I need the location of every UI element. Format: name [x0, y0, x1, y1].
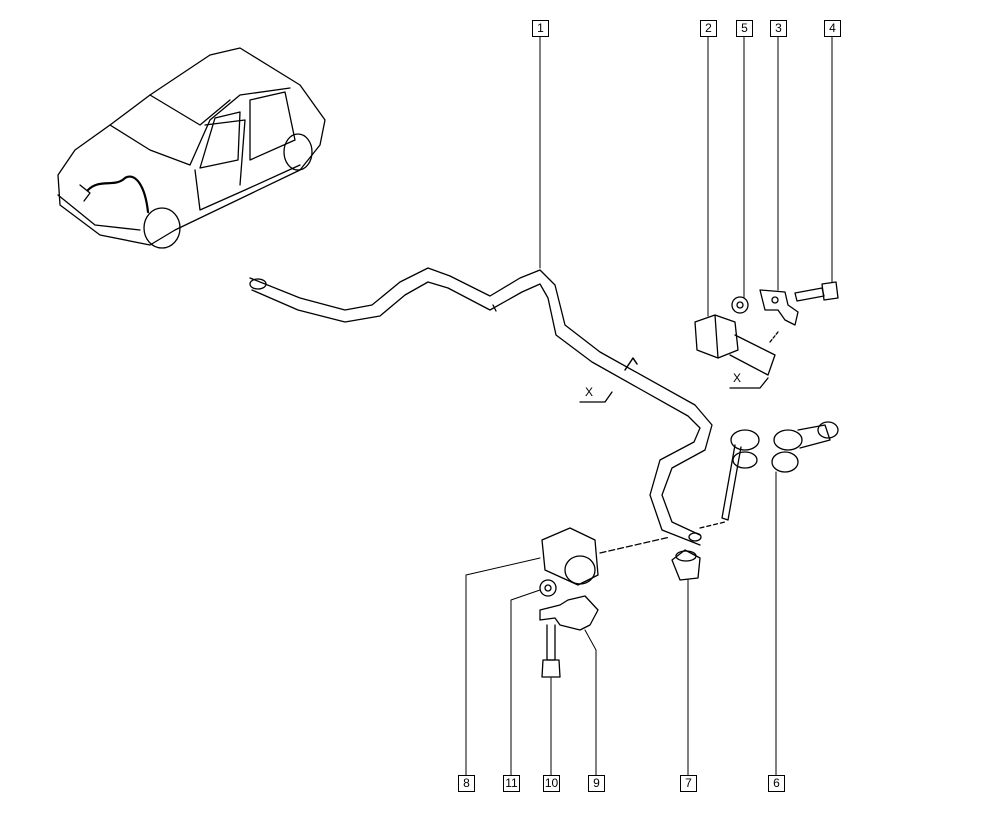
nut-11 [539, 579, 557, 597]
callout-7: 7 [680, 775, 697, 792]
bushing-7 [671, 549, 701, 581]
section-label-right: X [733, 371, 742, 385]
callout-4: 4 [824, 20, 841, 37]
callout-3: 3 [770, 20, 787, 37]
callout-8: 8 [458, 775, 475, 792]
bolt-4 [794, 281, 839, 302]
callout-2: 2 [700, 20, 717, 37]
section-mark-right [729, 377, 769, 389]
vehicle-illustration [57, 47, 326, 249]
bolt-10 [541, 624, 561, 678]
bushing-right [694, 314, 776, 376]
stabilizer-bar [249, 267, 713, 546]
bushing-8 [541, 527, 599, 586]
callout-11: 11 [503, 775, 520, 792]
section-label-left: X [585, 385, 594, 399]
link-rod-6 [721, 421, 839, 521]
clamp-3 [759, 289, 799, 326]
callout-9: 9 [588, 775, 605, 792]
callout-1: 1 [532, 20, 549, 37]
callout-10: 10 [543, 775, 560, 792]
callout-5: 5 [736, 20, 753, 37]
clamp-9 [539, 595, 599, 631]
section-mark-left [579, 391, 613, 403]
callout-6: 6 [768, 775, 785, 792]
leader-lines [465, 35, 833, 776]
nut-5 [731, 296, 749, 314]
